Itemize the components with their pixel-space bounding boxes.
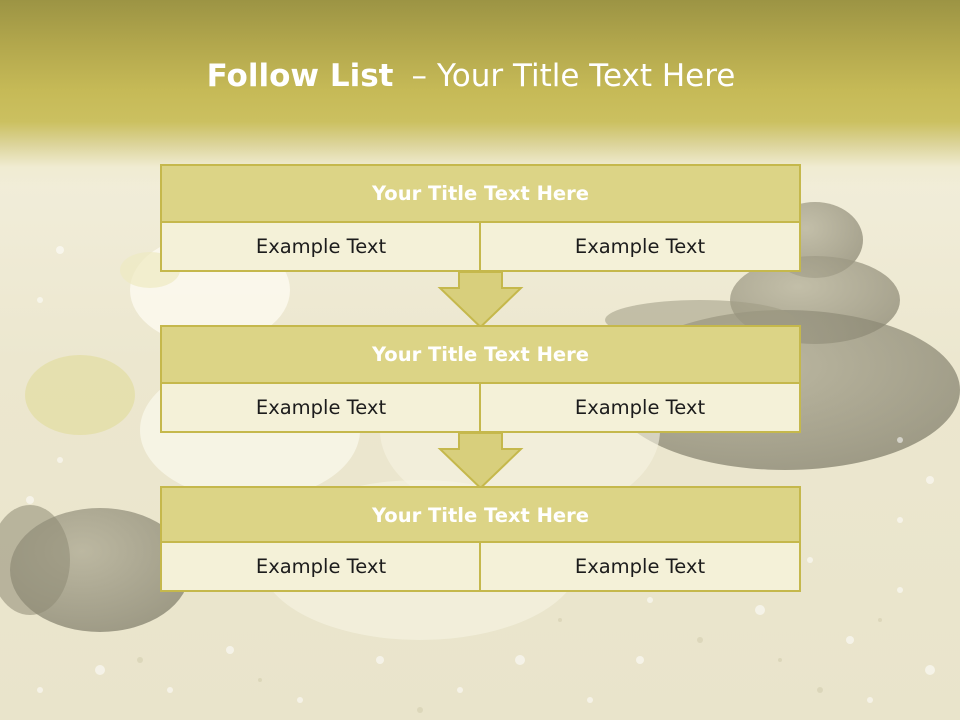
- down-arrow-icon: [437, 271, 524, 329]
- down-arrow-icon: [437, 432, 524, 490]
- stage-left-text: Example Text: [160, 221, 482, 272]
- slide-title-separator: –: [411, 58, 427, 94]
- stage-right-text: Example Text: [479, 382, 801, 433]
- slide-title-rest: Your Title Text Here: [436, 58, 736, 94]
- stage-left-text: Example Text: [160, 382, 482, 433]
- stage-title: Your Title Text Here: [160, 325, 801, 385]
- stage-right-text: Example Text: [479, 541, 801, 592]
- header-band: [0, 0, 960, 190]
- stage-title: Your Title Text Here: [160, 164, 801, 224]
- stage-title: Your Title Text Here: [160, 486, 801, 546]
- slide-title-bold: Follow List: [206, 58, 394, 94]
- stage-right-text: Example Text: [479, 221, 801, 272]
- stage-left-text: Example Text: [160, 541, 482, 592]
- slide-title: Follow List–Your Title Text Here: [0, 52, 942, 100]
